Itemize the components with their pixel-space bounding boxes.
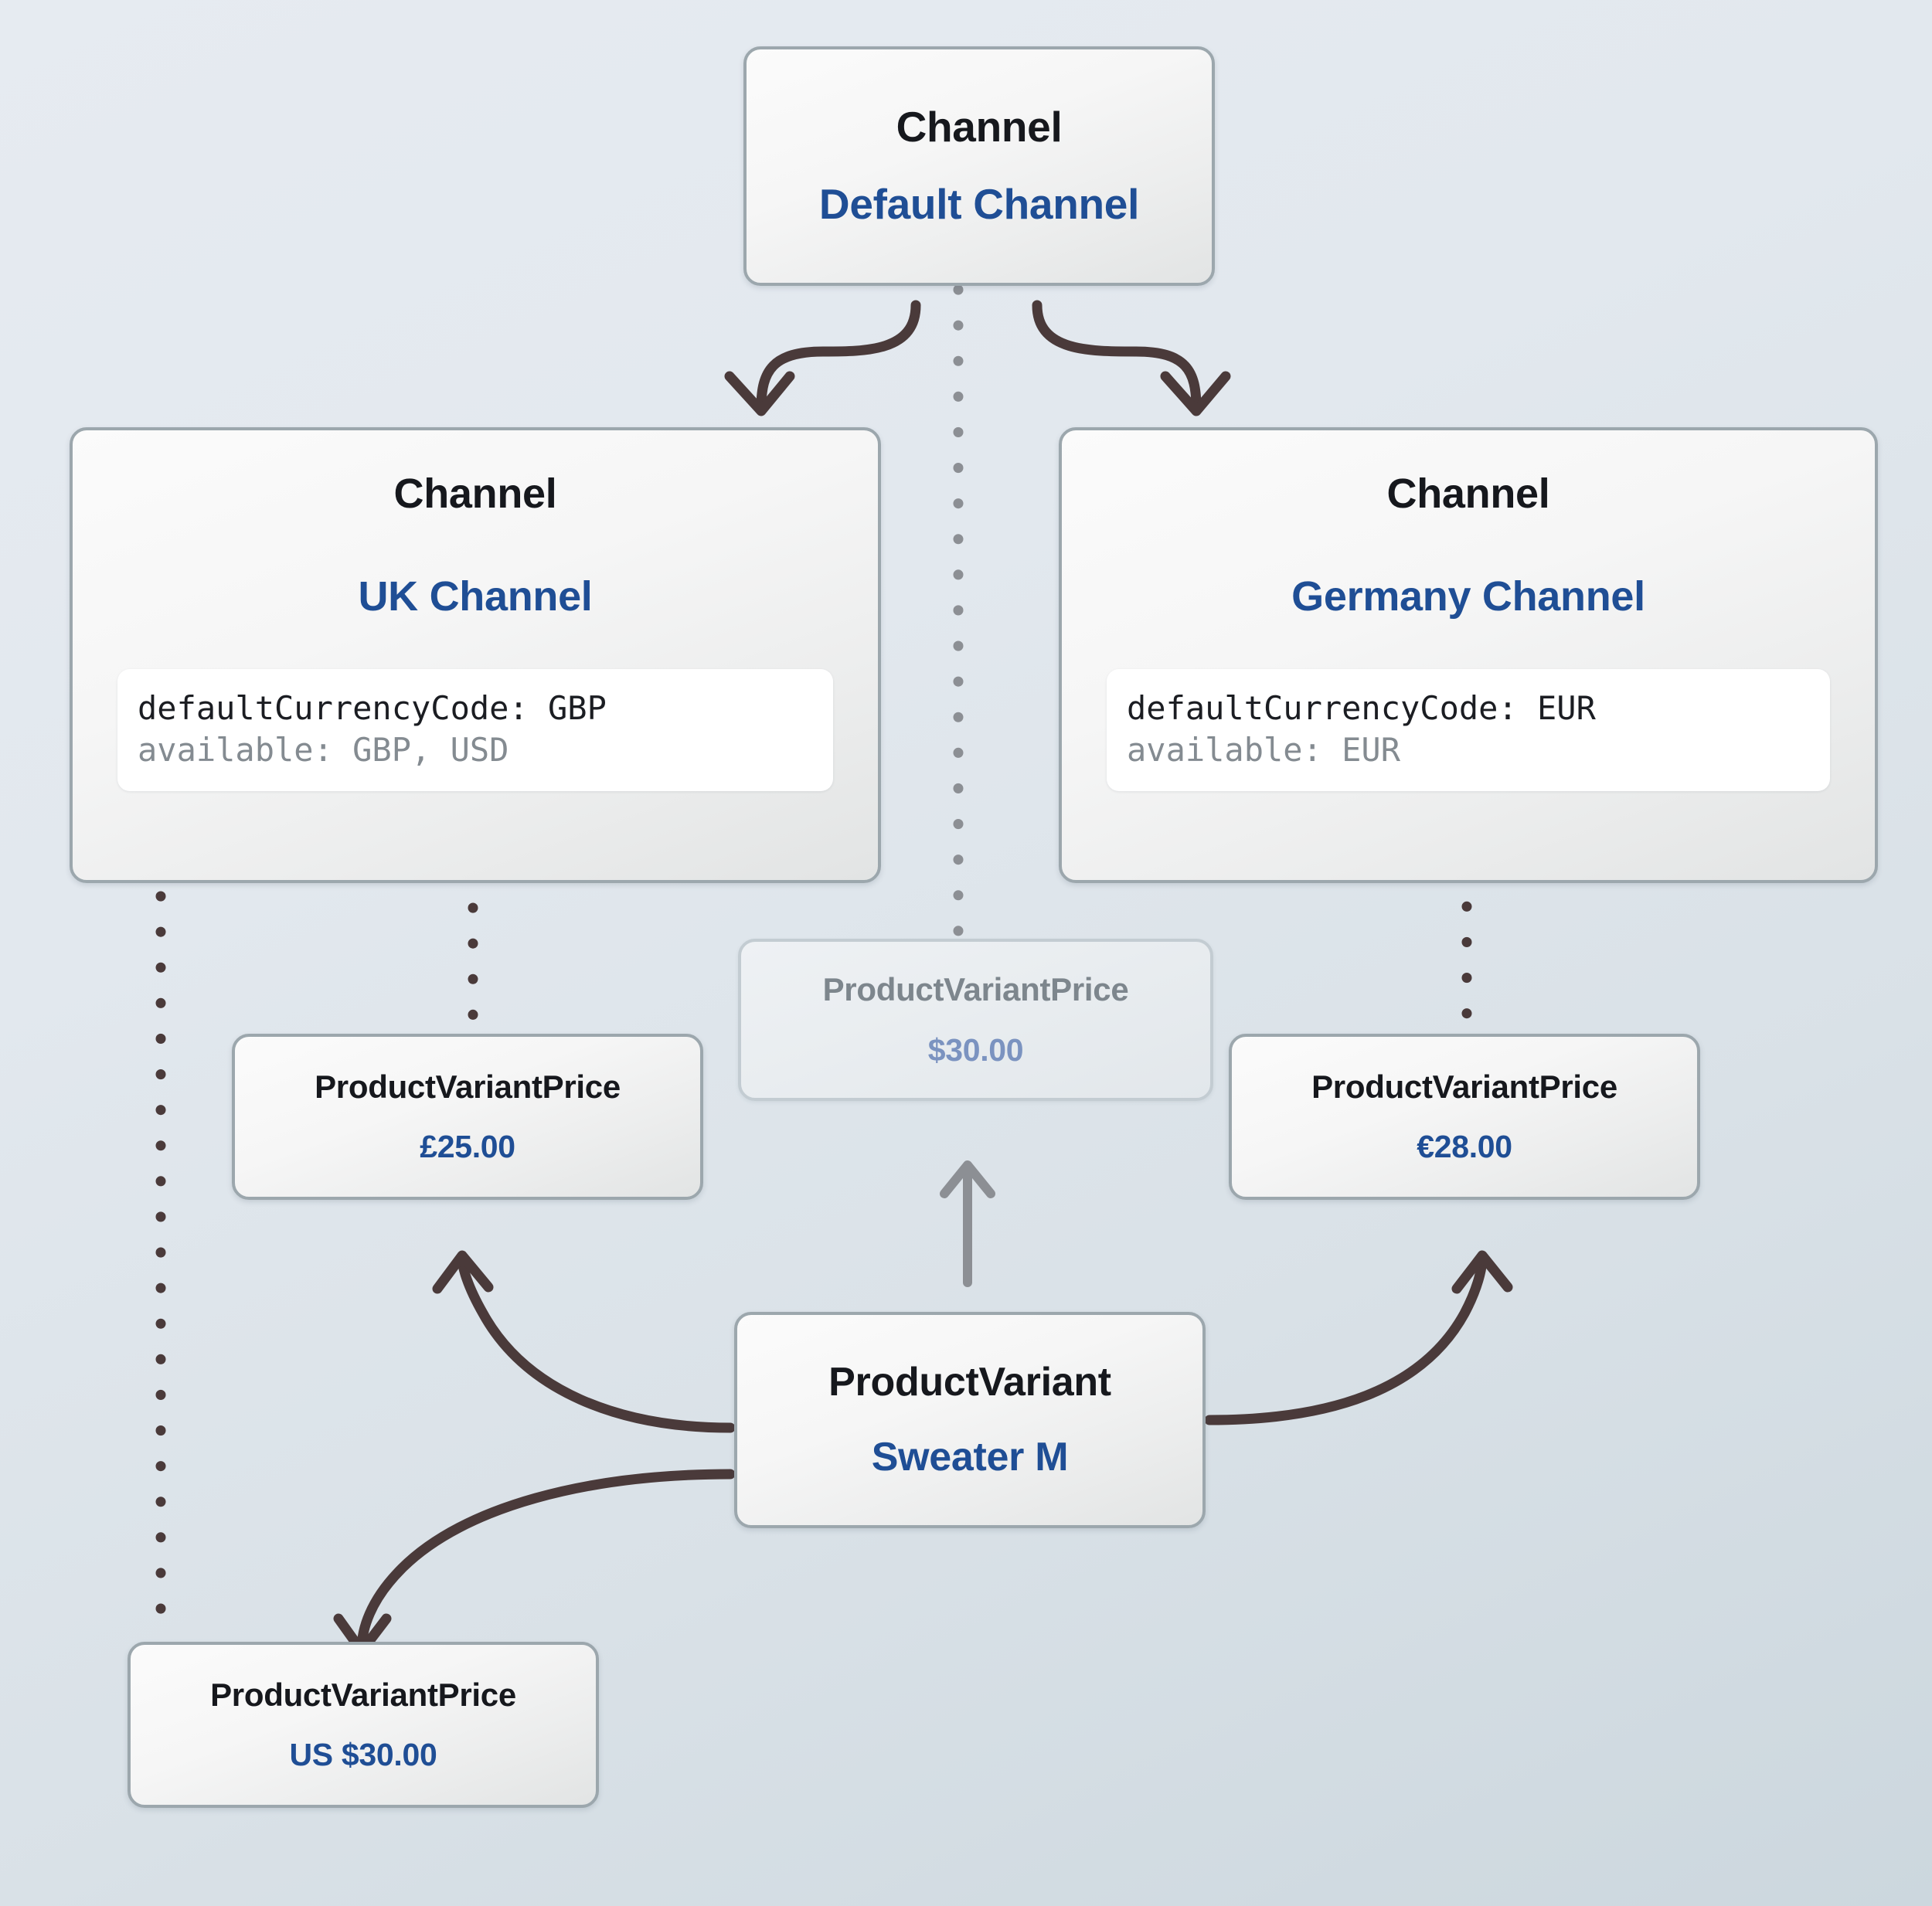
- edge-default-channel-to-uk-channel: [724, 300, 921, 416]
- edge-product-variant-to-price-usd: [333, 1469, 736, 1656]
- germany-channel-default-currency: defaultCurrencyCode: EUR: [1127, 689, 1596, 728]
- uk-channel-currency-details: defaultCurrencyCode: GBP available: GBP,…: [117, 669, 833, 791]
- uk-channel-available-currencies: available: GBP, USD: [138, 731, 509, 770]
- edge-default-channel-to-germany-channel: [1032, 300, 1231, 416]
- node-germany-channel-name: Germany Channel: [1291, 572, 1645, 620]
- node-price-usd-faded-type: ProductVariantPrice: [822, 971, 1129, 1008]
- node-default-channel-name: Default Channel: [818, 180, 1140, 228]
- node-price-eur-value: €28.00: [1417, 1129, 1512, 1165]
- node-price-usd-faded-value: $30.00: [927, 1031, 1024, 1068]
- node-uk-channel[interactable]: Channel UK Channel defaultCurrencyCode: …: [70, 427, 881, 883]
- node-germany-channel[interactable]: Channel Germany Channel defaultCurrencyC…: [1059, 427, 1878, 883]
- node-price-eur-type: ProductVariantPrice: [1311, 1068, 1617, 1105]
- node-product-variant-type: ProductVariant: [828, 1360, 1111, 1405]
- node-price-usd[interactable]: ProductVariantPrice US $30.00: [128, 1642, 599, 1808]
- node-uk-channel-name: UK Channel: [358, 572, 593, 620]
- node-uk-channel-type: Channel: [393, 471, 557, 517]
- node-product-variant-name: Sweater M: [871, 1435, 1069, 1480]
- node-default-channel[interactable]: Channel Default Channel: [743, 46, 1215, 286]
- node-price-gbp-type: ProductVariantPrice: [315, 1068, 621, 1105]
- edge-product-variant-to-price-eur: [1204, 1250, 1513, 1425]
- node-price-usd-type: ProductVariantPrice: [210, 1676, 516, 1713]
- node-price-gbp[interactable]: ProductVariantPrice £25.00: [232, 1034, 703, 1200]
- node-price-eur[interactable]: ProductVariantPrice €28.00: [1229, 1034, 1700, 1200]
- node-price-usd-faded[interactable]: ProductVariantPrice $30.00: [738, 939, 1213, 1101]
- node-germany-channel-type: Channel: [1386, 471, 1550, 517]
- node-price-gbp-value: £25.00: [420, 1129, 515, 1165]
- edge-product-variant-to-price-gbp: [432, 1250, 736, 1433]
- edge-product-variant-to-price-usd-faded: [940, 1160, 995, 1287]
- node-default-channel-type: Channel: [896, 103, 1063, 151]
- uk-channel-default-currency: defaultCurrencyCode: GBP: [138, 689, 607, 728]
- germany-channel-available-currencies: available: EUR: [1127, 731, 1401, 770]
- node-product-variant[interactable]: ProductVariant Sweater M: [734, 1312, 1206, 1528]
- node-price-usd-value: US $30.00: [289, 1737, 437, 1773]
- germany-channel-currency-details: defaultCurrencyCode: EUR available: EUR: [1107, 669, 1830, 791]
